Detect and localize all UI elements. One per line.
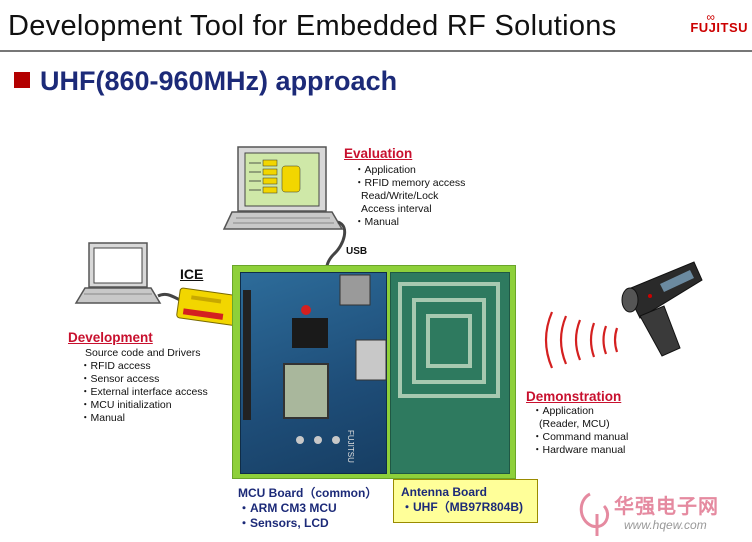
mcu-board-caption-line: ・Sensors, LCD (238, 516, 329, 530)
usb-port-icon (339, 274, 371, 306)
demonstration-list: ・Application (Reader, MCU) ・Command manu… (532, 405, 628, 457)
evaluation-heading: Evaluation (344, 146, 413, 161)
development-item: ・External interface access (80, 386, 208, 398)
evaluation-item: ・Manual (354, 216, 399, 228)
mcu-board-caption-line: MCU Board（common） (238, 486, 378, 500)
fujitsu-infinity-icon: ∞ (706, 10, 716, 24)
antenna-board-caption-line: ・UHF（MB97R804B) (401, 500, 524, 514)
development-item: ・RFID access (80, 360, 151, 372)
antenna-board (390, 272, 510, 474)
development-list: Source code and Drivers ・RFID access ・Se… (80, 347, 208, 425)
evaluation-item: Access interval (361, 203, 432, 215)
development-heading: Development (68, 330, 153, 345)
lcd-display (283, 363, 329, 419)
watermark-text: 华强电子网 (614, 496, 719, 518)
ice-debugger-icon (176, 287, 241, 326)
usb-label: USB (346, 246, 368, 257)
board-connector-icon (355, 339, 387, 381)
mcu-board-caption-line: ・ARM CM3 MCU (238, 501, 337, 515)
ice-label: ICE (180, 266, 204, 282)
demonstration-item: ・Command manual (532, 431, 629, 443)
antenna-coil-icon (398, 282, 500, 398)
title-divider (0, 50, 752, 52)
fujitsu-logo-text: FUJITSU (690, 20, 748, 35)
evaluation-item: ・Application (354, 164, 416, 176)
mcu-chip-icon (292, 318, 328, 348)
development-item: ・Sensor access (80, 373, 160, 385)
demonstration-item: (Reader, MCU) (539, 418, 610, 430)
slide-title: Development Tool for Embedded RF Solutio… (8, 10, 617, 42)
evaluation-list: ・Application ・RFID memory access Read/Wr… (354, 164, 465, 229)
development-item: Source code and Drivers (85, 347, 201, 359)
fujitsu-logo: FUJITSU ∞ (690, 10, 748, 35)
watermark-logo-icon (579, 492, 609, 536)
evaluation-laptop-icon (222, 146, 344, 230)
mcu-board-caption: MCU Board（common） ・ARM CM3 MCU ・Sensors,… (238, 486, 377, 531)
evaluation-item: ・RFID memory access (354, 177, 466, 189)
demonstration-item: ・Hardware manual (532, 444, 626, 456)
subtitle: UHF(860-960MHz) approach (40, 66, 398, 96)
status-led-icon (301, 305, 311, 315)
demonstration-heading: Demonstration (526, 389, 622, 404)
handheld-reader-icon (621, 261, 703, 357)
board-silkscreen: FUJITSU (346, 430, 355, 463)
pin-header-icon (243, 290, 251, 420)
demonstration-item: ・Application (532, 405, 594, 417)
subtitle-bullet-icon (14, 72, 30, 88)
antenna-board-caption-line: Antenna Board (401, 485, 488, 499)
development-item: ・Manual (80, 412, 125, 424)
radio-waves-icon (544, 311, 619, 369)
watermark-url: www.hqew.com (624, 518, 707, 532)
development-laptop-icon (74, 242, 162, 304)
antenna-board-caption: Antenna Board ・UHF（MB97R804B) (393, 479, 538, 523)
evaluation-item: Read/Write/Lock (361, 190, 439, 202)
development-item: ・MCU initialization (80, 399, 172, 411)
